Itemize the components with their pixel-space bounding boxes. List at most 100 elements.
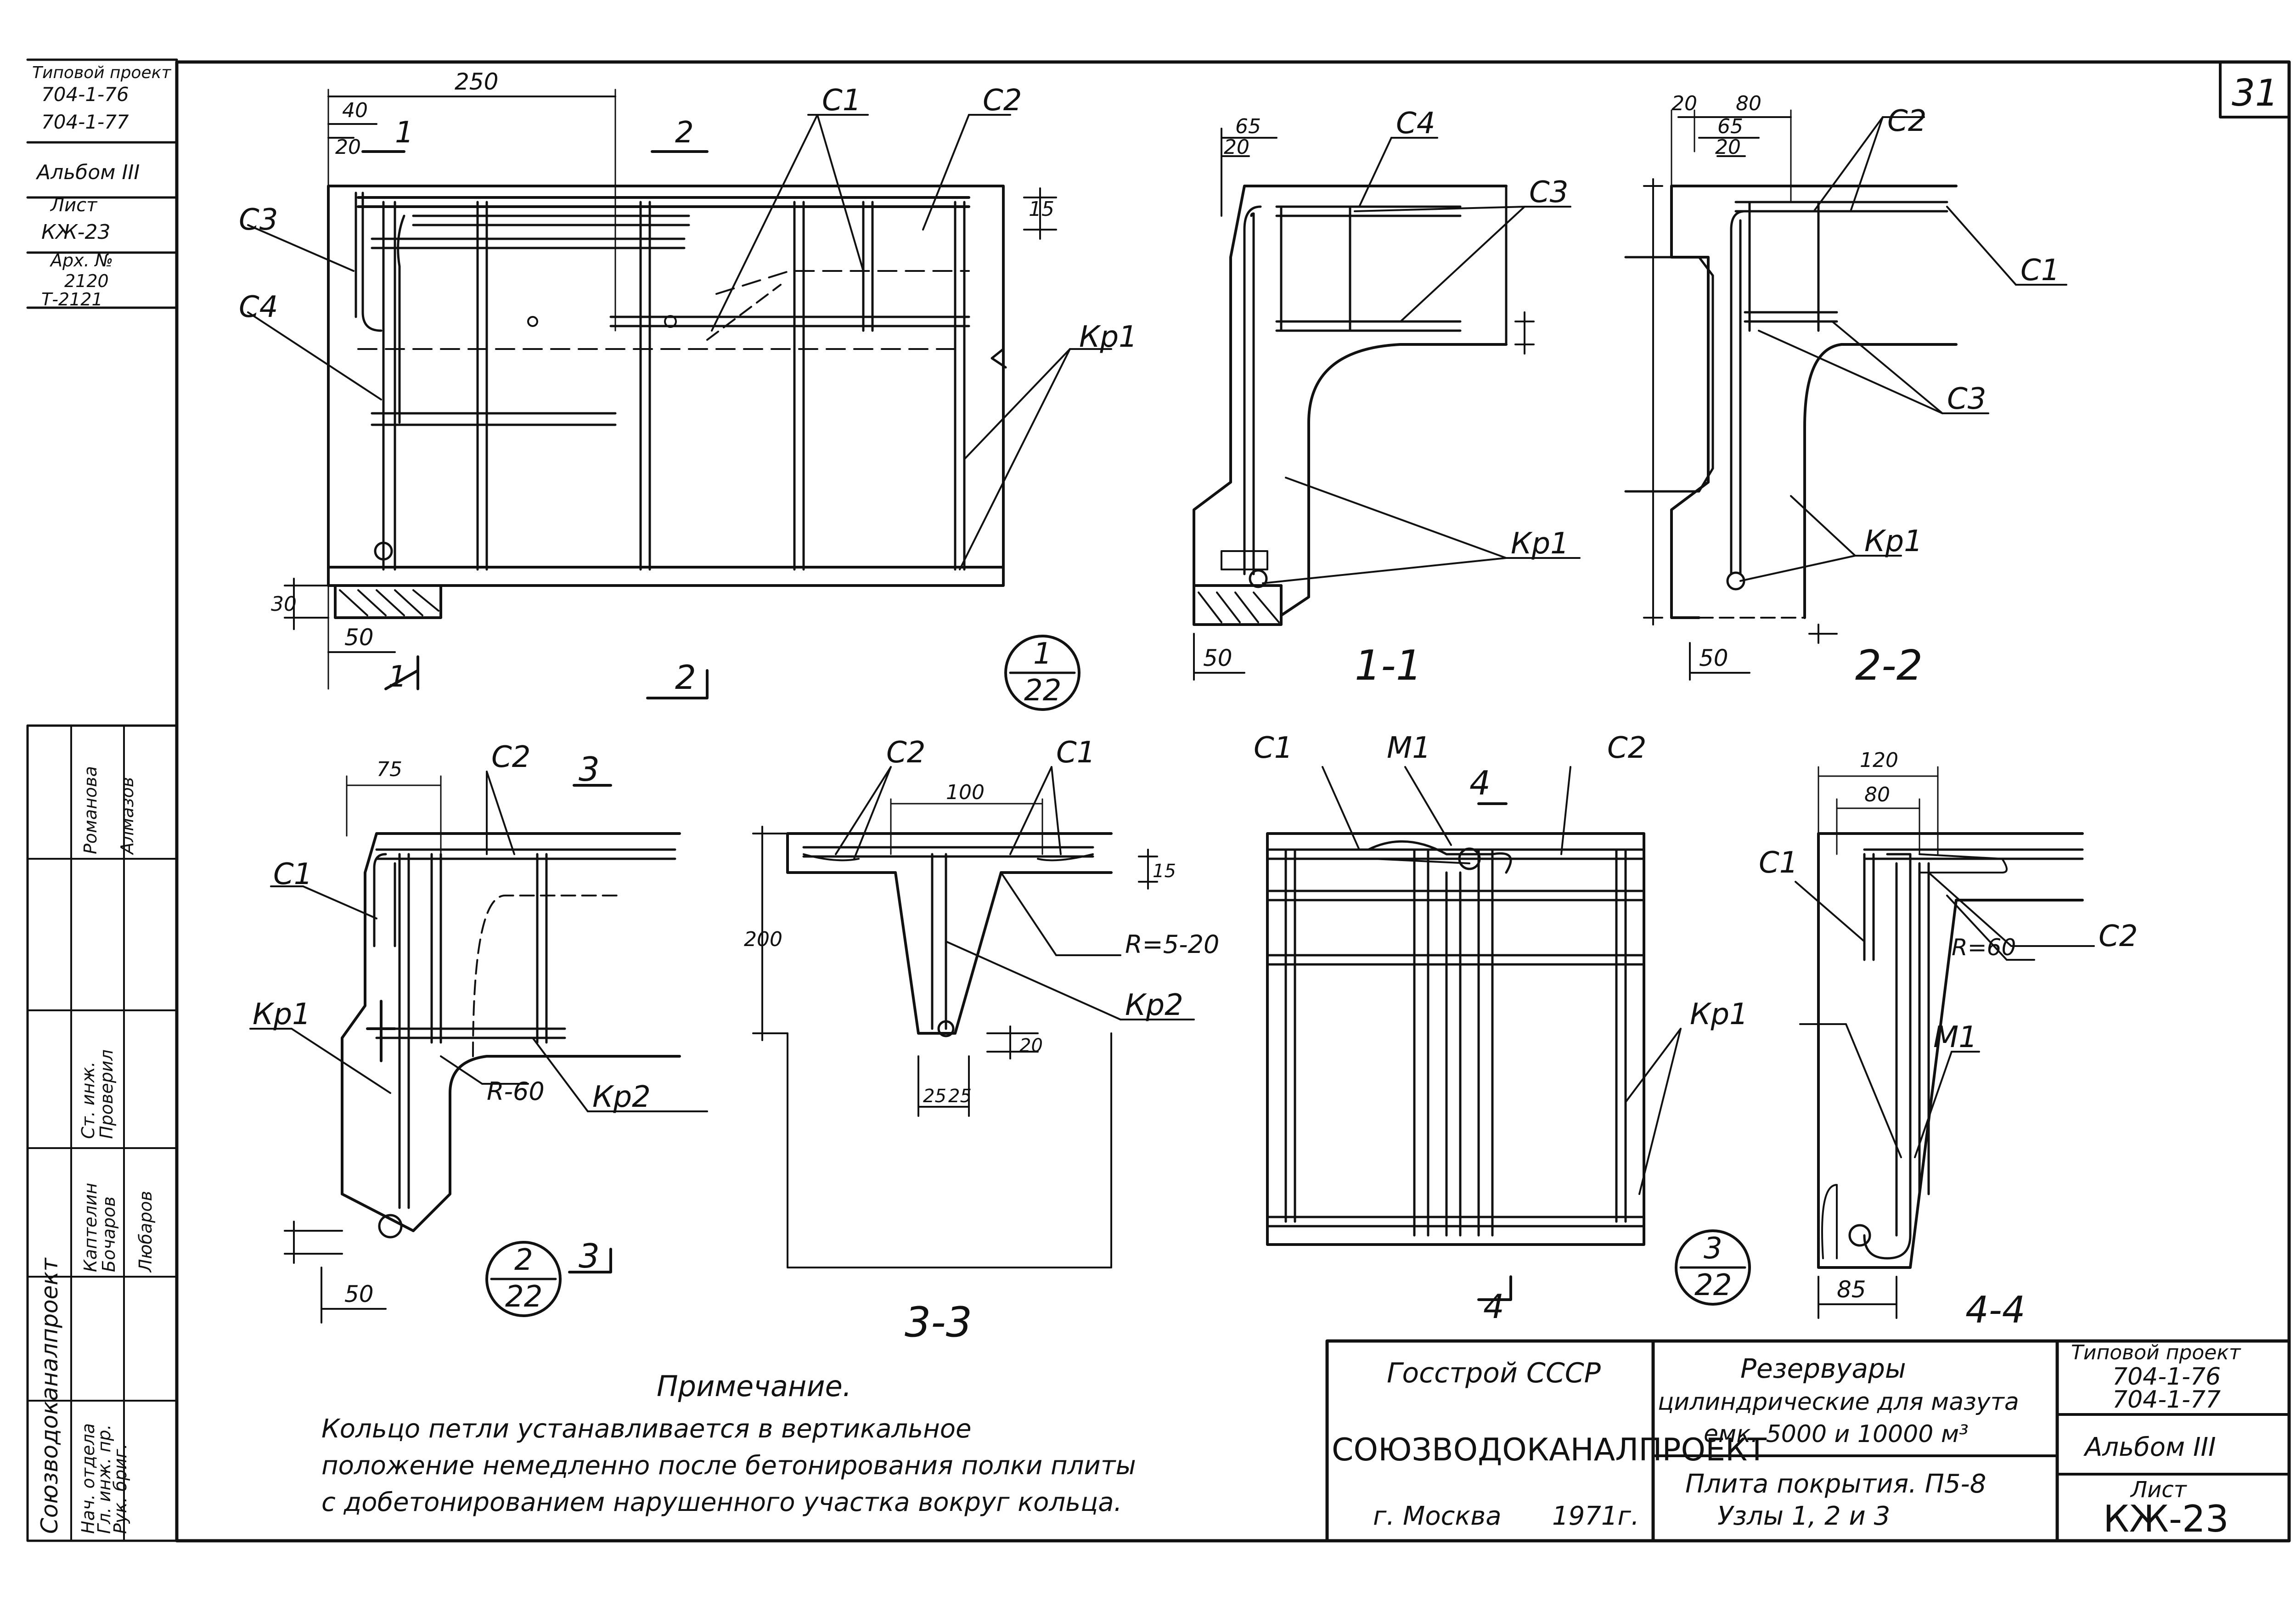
- dim-v2-30: 30: [271, 592, 297, 616]
- title-block-frame: [1325, 1339, 2291, 1543]
- label-s11-kp1: Кр1: [1511, 527, 1569, 561]
- tb-title-1: Резервуары: [1740, 1353, 1906, 1384]
- label-v4-kp1: Кр1: [1690, 997, 1748, 1031]
- tb-project-2: 704-1-77: [2112, 1386, 2221, 1414]
- side-name-4: Алмазов: [117, 777, 137, 856]
- tb-title-2: цилиндрические для мазута: [1658, 1388, 2019, 1416]
- label-v2-c4: С4: [239, 290, 278, 324]
- dim-v2-20: 20: [335, 135, 361, 159]
- label-v3-kp1: Кр1: [253, 997, 311, 1031]
- label-s33-c2: С2: [886, 736, 925, 770]
- label-s22-c1: С1: [2020, 254, 2060, 287]
- dim-s11-20: 20: [1224, 135, 1249, 159]
- note-title: Примечание.: [657, 1369, 852, 1403]
- dim-v2-15: 15: [1029, 197, 1054, 221]
- section-3-3-geometry: [752, 766, 1195, 1268]
- section-2-2-geometry: [1624, 109, 2067, 681]
- dim-s44-85: 85: [1837, 1276, 1866, 1303]
- label-s11-c4: С4: [1396, 107, 1435, 141]
- label-s22-kp1: Кр1: [1864, 524, 1923, 558]
- section-2-2-title: 2-2: [1855, 642, 1923, 690]
- dim-s33-25a: 25: [923, 1086, 946, 1107]
- dim-s33-20: 20: [1019, 1035, 1043, 1056]
- dim-s22-65: 65: [1717, 115, 1743, 138]
- view-4-geometry: [1266, 766, 1751, 1306]
- section-1-1-geometry: [1193, 128, 1581, 681]
- dim-s33-200: 200: [744, 928, 782, 951]
- label-v3-kp2: Кр2: [592, 1080, 651, 1114]
- dim-s22-50: 50: [1699, 645, 1728, 671]
- dim-s33-25b: 25: [948, 1086, 972, 1107]
- dim-v2-250: 250: [455, 68, 498, 95]
- tb-sheet-label: Лист: [2130, 1477, 2188, 1503]
- stamp-album: Альбом III: [35, 161, 140, 184]
- node-ref-2-sheet: 22: [505, 1280, 542, 1314]
- note-line-1: Кольцо петли устанавливается в вертикаль…: [321, 1414, 971, 1444]
- dim-s44-120: 120: [1860, 749, 1898, 772]
- tb-project-label: Типовой проект: [2071, 1341, 2241, 1364]
- side-name-3: Романова: [80, 766, 101, 854]
- label-s33-kp2: Кр2: [1125, 988, 1183, 1022]
- note-line-2: положение немедленно после бетонирования…: [321, 1451, 1136, 1481]
- label-v2-c3: С3: [239, 203, 278, 237]
- label-v2-kp1: Кр1: [1079, 320, 1137, 354]
- label-s11-c3: С3: [1529, 175, 1568, 209]
- stamp-archive-2: Т-2121: [41, 289, 103, 310]
- node-ref-2-num: 2: [514, 1243, 533, 1277]
- view-2-geometry: [247, 89, 1112, 711]
- section-4-4-geometry: [1795, 766, 2095, 1319]
- view-3-geometry: [249, 771, 708, 1324]
- view-4-title-bottom: 4: [1483, 1287, 1504, 1326]
- label-v3-c1: С1: [273, 857, 312, 891]
- side-name-1: Бочаров: [99, 1196, 119, 1272]
- dim-s33-100: 100: [946, 781, 985, 804]
- side-org: Союзводоканалпроект: [36, 1257, 63, 1534]
- section-1-1-title: 1-1: [1355, 642, 1422, 690]
- stamp-project-2: 704-1-77: [41, 111, 129, 133]
- stamp-archive-1: 2120: [64, 271, 109, 291]
- side-role-4: Проверил: [96, 1049, 117, 1139]
- tb-album: Альбом III: [2083, 1432, 2216, 1462]
- label-s22-c3: С3: [1947, 382, 1986, 416]
- view-4-title-top: 4: [1469, 764, 1491, 802]
- dim-s11-65: 65: [1235, 115, 1261, 138]
- tb-subtitle-2: Узлы 1, 2 и 3: [1717, 1501, 1890, 1531]
- tb-org-name: СОЮЗВОДОКАНАЛПРОЕКТ: [1332, 1432, 1767, 1468]
- view-3-title-top: 3: [579, 750, 600, 789]
- section-mark-2-top: 2: [675, 116, 694, 150]
- label-s33-c1: С1: [1056, 736, 1095, 770]
- stamp-archive-label: Арх. №: [49, 250, 113, 270]
- side-role-3: Ст. инж.: [78, 1061, 98, 1139]
- tb-sheet-code: КЖ-23: [2103, 1498, 2229, 1540]
- label-v2-c1: С1: [822, 84, 861, 118]
- label-v4-c2: С2: [1607, 731, 1646, 765]
- label-s44-c1: С1: [1759, 846, 1798, 880]
- stamp-project-label: Типовой проект: [32, 63, 171, 82]
- node-ref-3-sheet: 22: [1694, 1268, 1732, 1302]
- view-2-title: 2: [675, 658, 696, 697]
- section-4-4-title: 4-4: [1965, 1289, 2026, 1331]
- label-s44-r60: R=60: [1952, 934, 2016, 961]
- tb-city: г. Москва: [1373, 1501, 1502, 1531]
- note-line-3: с добетонированием нарушенного участка в…: [321, 1487, 1122, 1517]
- label-v4-m1: М1: [1387, 731, 1431, 765]
- label-v2-c2: С2: [983, 84, 1022, 118]
- stamp-sheet-label: Лист: [50, 195, 98, 216]
- sheet-number: 31: [2232, 72, 2279, 114]
- view-3-title-bottom: 3: [579, 1237, 600, 1275]
- dim-s22-20: 20: [1671, 92, 1697, 115]
- node-ref-1-num: 1: [1033, 637, 1052, 671]
- stamp-project-1: 704-1-76: [41, 83, 129, 106]
- node-ref-1-sheet: 22: [1024, 674, 1061, 708]
- section-mark-1-top: 1: [395, 116, 414, 150]
- dim-s44-80: 80: [1864, 783, 1890, 806]
- label-s44-m1: М1: [1933, 1020, 1977, 1054]
- dim-s22-80: 80: [1736, 92, 1761, 115]
- side-role-0: Нач. отдела: [78, 1423, 98, 1534]
- label-v3-r60: R-60: [487, 1077, 545, 1106]
- label-s44-c2: С2: [2099, 919, 2138, 953]
- dim-v2-50: 50: [344, 624, 374, 651]
- tb-year: 1971г.: [1552, 1501, 1639, 1531]
- label-v3-c2: С2: [491, 740, 530, 774]
